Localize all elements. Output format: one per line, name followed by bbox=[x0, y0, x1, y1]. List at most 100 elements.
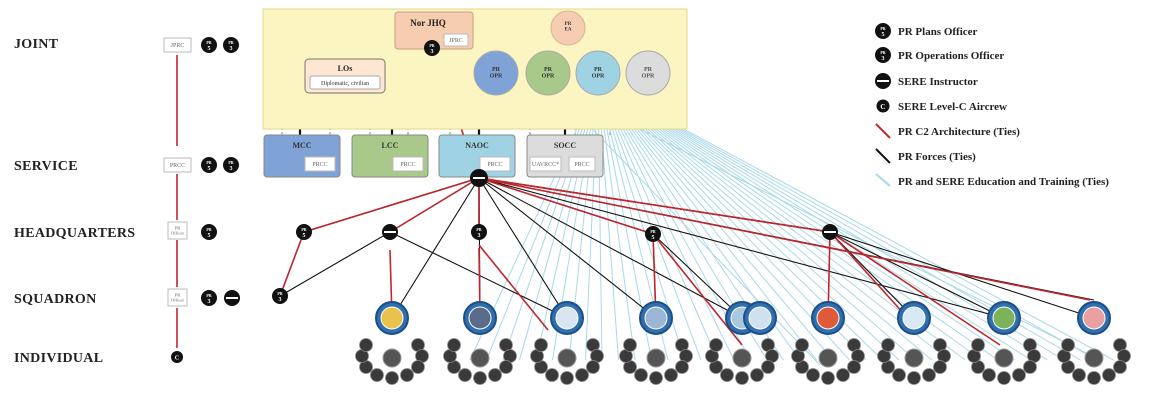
left-joint-plans-officer-pr: PR bbox=[206, 40, 211, 45]
legend-icon-ops-pr: PR bbox=[880, 50, 885, 55]
crew-member-6-6 bbox=[907, 371, 921, 385]
legend-c2-ties: PR C2 Architecture (Ties) bbox=[898, 126, 1020, 138]
component-sub2-3 bbox=[568, 156, 596, 172]
legend-training-ties: PR and SERE Education and Training (Ties… bbox=[898, 176, 1109, 188]
legend-icon-sere-stripe bbox=[877, 80, 889, 82]
crew-member-0-10 bbox=[359, 338, 373, 352]
left-hq-plans-officer bbox=[201, 224, 217, 240]
opr-label-1-line: OPR bbox=[542, 73, 555, 79]
left-individual-aircrew bbox=[171, 351, 183, 363]
legend-icon-blue-line bbox=[875, 173, 891, 187]
legend-icon-ops-num: 3 bbox=[882, 56, 885, 62]
level-headquarters: HEADQUARTERS bbox=[14, 226, 136, 241]
left-box-sq-pr-officer-line: Officer bbox=[171, 297, 184, 302]
crew-member-5-7 bbox=[806, 368, 820, 382]
squadron-core-2 bbox=[557, 348, 577, 368]
squadron-emblem-inner-2 bbox=[555, 306, 579, 330]
sq-ops-officer bbox=[272, 288, 288, 304]
opr-circle-0 bbox=[473, 50, 519, 96]
left-service-ops-officer-pr: PR bbox=[228, 160, 233, 165]
crew-member-3-7 bbox=[634, 368, 648, 382]
squadron-core-7 bbox=[994, 348, 1014, 368]
component-sub-3-text: UAVRCC* bbox=[532, 162, 559, 168]
los-title-line: LOs bbox=[338, 64, 353, 73]
legend-icon-aircrew-c: C bbox=[880, 103, 885, 111]
jhq-ops-officer-pr: PR bbox=[429, 43, 434, 48]
crew-member-5-5 bbox=[836, 368, 850, 382]
crew-member-6-7 bbox=[892, 368, 906, 382]
crew-member-4-10 bbox=[709, 338, 723, 352]
level-joint: JOINT bbox=[14, 37, 59, 52]
force-tie-hq4-sq bbox=[829, 231, 1005, 319]
crew-member-2-4 bbox=[586, 360, 600, 374]
crew-member-0-4 bbox=[411, 360, 425, 374]
left-joint-ops-officer bbox=[223, 37, 239, 53]
jhq-jprc-box bbox=[443, 33, 469, 47]
component-name-2: NAOC bbox=[465, 141, 489, 150]
legend-icon-black-line bbox=[875, 148, 891, 164]
component-sub-1-line: PRCC bbox=[400, 162, 415, 168]
crew-member-4-5 bbox=[750, 368, 764, 382]
component-name-1: LCC bbox=[382, 141, 399, 150]
jhq-title: Nor JHQ bbox=[410, 18, 446, 28]
component-sub2-3-text: PRCC bbox=[574, 162, 589, 168]
c2-tie-far bbox=[478, 177, 1091, 301]
component-sub-1 bbox=[392, 156, 424, 172]
hq-marker-2 bbox=[471, 224, 487, 240]
force-tie-sq-0 bbox=[391, 177, 480, 319]
squadron-core-6 bbox=[904, 348, 924, 368]
component-sub-2-text: PRCC bbox=[487, 162, 502, 168]
component-sub-0 bbox=[304, 156, 336, 172]
squadron-emblem-inner-5 bbox=[816, 306, 840, 330]
los-title: LOs bbox=[338, 64, 353, 73]
crew-member-7-6 bbox=[997, 371, 1011, 385]
opr-circle-3 bbox=[625, 50, 671, 96]
opr-circle-2 bbox=[575, 50, 621, 96]
left-sq-ops-officer bbox=[201, 290, 217, 306]
crew-member-1-6 bbox=[473, 371, 487, 385]
left-hq-plans-officer-pr: PR bbox=[206, 227, 211, 232]
squadron-emblem-inner-1 bbox=[468, 306, 492, 330]
crew-member-8-5 bbox=[1102, 368, 1116, 382]
hq-marker-0-num: 5 bbox=[303, 233, 306, 239]
sq-ops-officer-num: 3 bbox=[279, 297, 282, 303]
component-sub-3-line: UAVRCC* bbox=[532, 162, 559, 168]
crew-member-1-10 bbox=[447, 338, 461, 352]
left-service-plans-officer bbox=[201, 157, 217, 173]
force-tie-far-sq2 bbox=[478, 177, 1005, 319]
level-squadron: SQUADRON bbox=[14, 292, 97, 307]
legend-forces-ties: PR Forces (Ties) bbox=[898, 151, 976, 163]
squadron-emblem-inner-8 bbox=[1082, 306, 1106, 330]
los-sub: Diplomatic, civilian bbox=[321, 81, 369, 87]
hq-marker-2-num: 3 bbox=[478, 233, 481, 239]
crew-member-7-4 bbox=[1023, 360, 1037, 374]
opr-label-2-line: PR bbox=[594, 67, 603, 73]
hq-marker-4-stripe bbox=[824, 231, 836, 233]
crew-member-3-5 bbox=[664, 368, 678, 382]
crew-member-2-6 bbox=[560, 371, 574, 385]
naoc-hub-stripe bbox=[473, 177, 485, 179]
c2-tie-hq4-a bbox=[829, 231, 1001, 346]
crew-member-3-4 bbox=[675, 360, 689, 374]
squadron-emblem-inner-7 bbox=[992, 306, 1016, 330]
hq-marker-3 bbox=[645, 226, 661, 242]
crew-member-6-5 bbox=[922, 368, 936, 382]
crew-member-7-5 bbox=[1012, 368, 1026, 382]
left-box-jprc-line: JPRC bbox=[171, 43, 185, 49]
pr-ea-circle bbox=[550, 10, 586, 46]
component-name-1-line: LCC bbox=[382, 141, 399, 150]
left-box-jprc bbox=[163, 37, 192, 53]
crew-member-3-6 bbox=[649, 371, 663, 385]
squadron-core-0 bbox=[382, 348, 402, 368]
pr-ea-label-line: EA bbox=[565, 27, 572, 32]
left-box-hq-pr-officer-line: PR bbox=[175, 226, 181, 231]
component-name-3: SOCC bbox=[554, 141, 576, 150]
left-box-prcc-line: PRCC bbox=[170, 163, 185, 169]
crew-member-5-6 bbox=[821, 371, 835, 385]
legend-icon-plans bbox=[875, 23, 891, 39]
legend-aircrew: SERE Level-C Aircrew bbox=[898, 101, 1007, 113]
crew-member-8-6 bbox=[1087, 371, 1101, 385]
left-service-plans-officer-num: 5 bbox=[208, 166, 211, 172]
